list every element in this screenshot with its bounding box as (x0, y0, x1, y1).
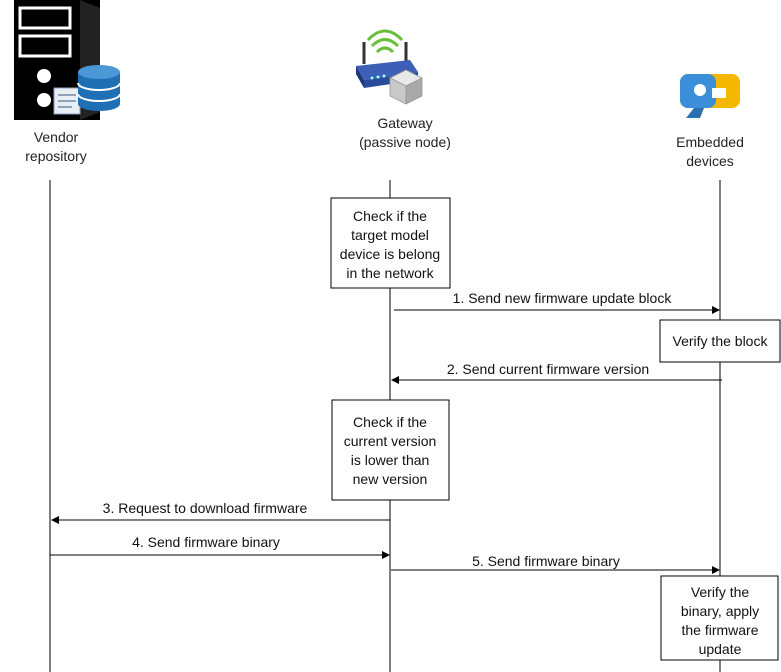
note-check-version: Check if the current version is lower th… (331, 399, 450, 501)
note-check-model-line1: Check if the (353, 208, 427, 224)
actor-label-vendor-line1: Vendor (34, 129, 79, 145)
message-label-5: 5. Send firmware binary (472, 553, 620, 569)
note-verify-binary-line2: binary, apply (681, 603, 759, 619)
actor-label-gateway-line1: Gateway (377, 115, 432, 131)
actor-label-gateway-line2: (passive node) (359, 134, 451, 150)
note-check-model-line3: device is belong (340, 246, 440, 262)
message-label-2: 2. Send current firmware version (447, 361, 649, 377)
note-verify-block-line1: Verify the block (673, 333, 769, 349)
note-check-model: Check if the target model device is belo… (330, 197, 451, 289)
message-label-4: 4. Send firmware binary (132, 534, 280, 550)
note-verify-block: Verify the block (659, 319, 781, 363)
note-check-version-line2: current version (344, 433, 437, 449)
embedded-device-icon (680, 74, 740, 118)
note-check-model-line4: in the network (346, 265, 434, 281)
note-check-version-line4: new version (353, 471, 428, 487)
note-verify-binary-line4: update (699, 641, 742, 657)
message-label-3: 3. Request to download firmware (103, 500, 308, 516)
note-check-version-line3: is lower than (351, 452, 430, 468)
note-verify-binary: Verify the binary, apply the firmware up… (660, 575, 779, 661)
actor-label-devices-line2: devices (686, 153, 733, 169)
note-verify-binary-line3: the firmware (681, 622, 758, 638)
wireless-router-icon (356, 29, 423, 105)
actor-label-devices-line1: Embedded (676, 134, 744, 150)
actor-label-vendor-line2: repository (25, 148, 86, 164)
message-label-1: 1. Send new firmware update block (453, 290, 673, 306)
server-database-icon (14, 0, 121, 120)
note-check-model-line2: target model (351, 227, 429, 243)
note-verify-binary-line1: Verify the (691, 584, 750, 600)
note-check-version-line1: Check if the (353, 414, 427, 430)
